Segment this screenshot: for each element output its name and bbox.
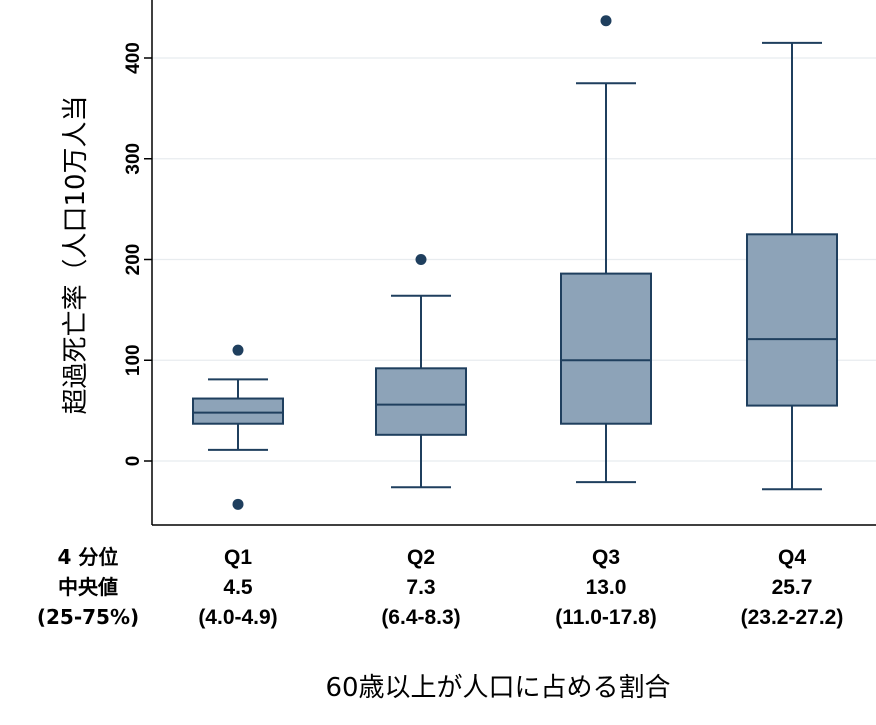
- y-tick-label-0: 0: [123, 456, 144, 467]
- y-tick-label-400: 400: [123, 42, 144, 74]
- box-q2: [375, 254, 467, 489]
- box-iqr: [746, 233, 838, 407]
- category-range-q2: (6.4-8.3): [381, 606, 460, 629]
- row-label-range: (25-75%): [37, 605, 139, 629]
- category-median-q3: 13.0: [586, 576, 627, 599]
- category-name-q3: Q3: [592, 546, 620, 569]
- y-tick-label-200: 200: [123, 244, 144, 276]
- category-range-q4: (23.2-27.2): [741, 606, 844, 629]
- box-iqr: [560, 272, 652, 425]
- category-range-q1: (4.0-4.9): [198, 606, 277, 629]
- box-q4: [746, 41, 838, 491]
- outlier-point-2: [232, 498, 244, 510]
- box-iqr: [192, 397, 284, 425]
- y-tick-label-300: 300: [123, 143, 144, 175]
- outlier-point-1: [232, 344, 244, 356]
- box-q3: [560, 15, 652, 484]
- boxes: [192, 15, 838, 510]
- box-iqr: [375, 367, 467, 436]
- category-name-q4: Q4: [778, 546, 806, 569]
- category-labels: 4 分位 中央値 (25-75%) Q1 4.5 (4.0-4.9) Q2 7.3 (6.…: [37, 545, 844, 629]
- row-label-median: 中央値: [58, 575, 118, 599]
- y-tick-label-100: 100: [123, 344, 144, 376]
- axes: [151, 0, 876, 526]
- category-range-q3: (11.0-17.8): [555, 606, 657, 629]
- y-axis-label: 超過死亡率（人口10万人当: [61, 95, 91, 414]
- row-label-quartile: 4 分位: [58, 545, 119, 569]
- category-name-q1: Q1: [224, 546, 252, 569]
- outlier-point-1: [415, 254, 427, 265]
- y-ticks: 0 100 200 300 400: [123, 42, 152, 466]
- category-median-q4: 25.7: [772, 576, 813, 599]
- x-axis-label: 60歳以上が人口に占める割合: [325, 673, 670, 703]
- box-q1: [192, 344, 284, 510]
- category-median-q2: 7.3: [406, 576, 435, 599]
- category-median-q1: 4.5: [223, 576, 253, 599]
- outlier-point-1: [600, 15, 612, 27]
- category-name-q2: Q2: [407, 546, 435, 569]
